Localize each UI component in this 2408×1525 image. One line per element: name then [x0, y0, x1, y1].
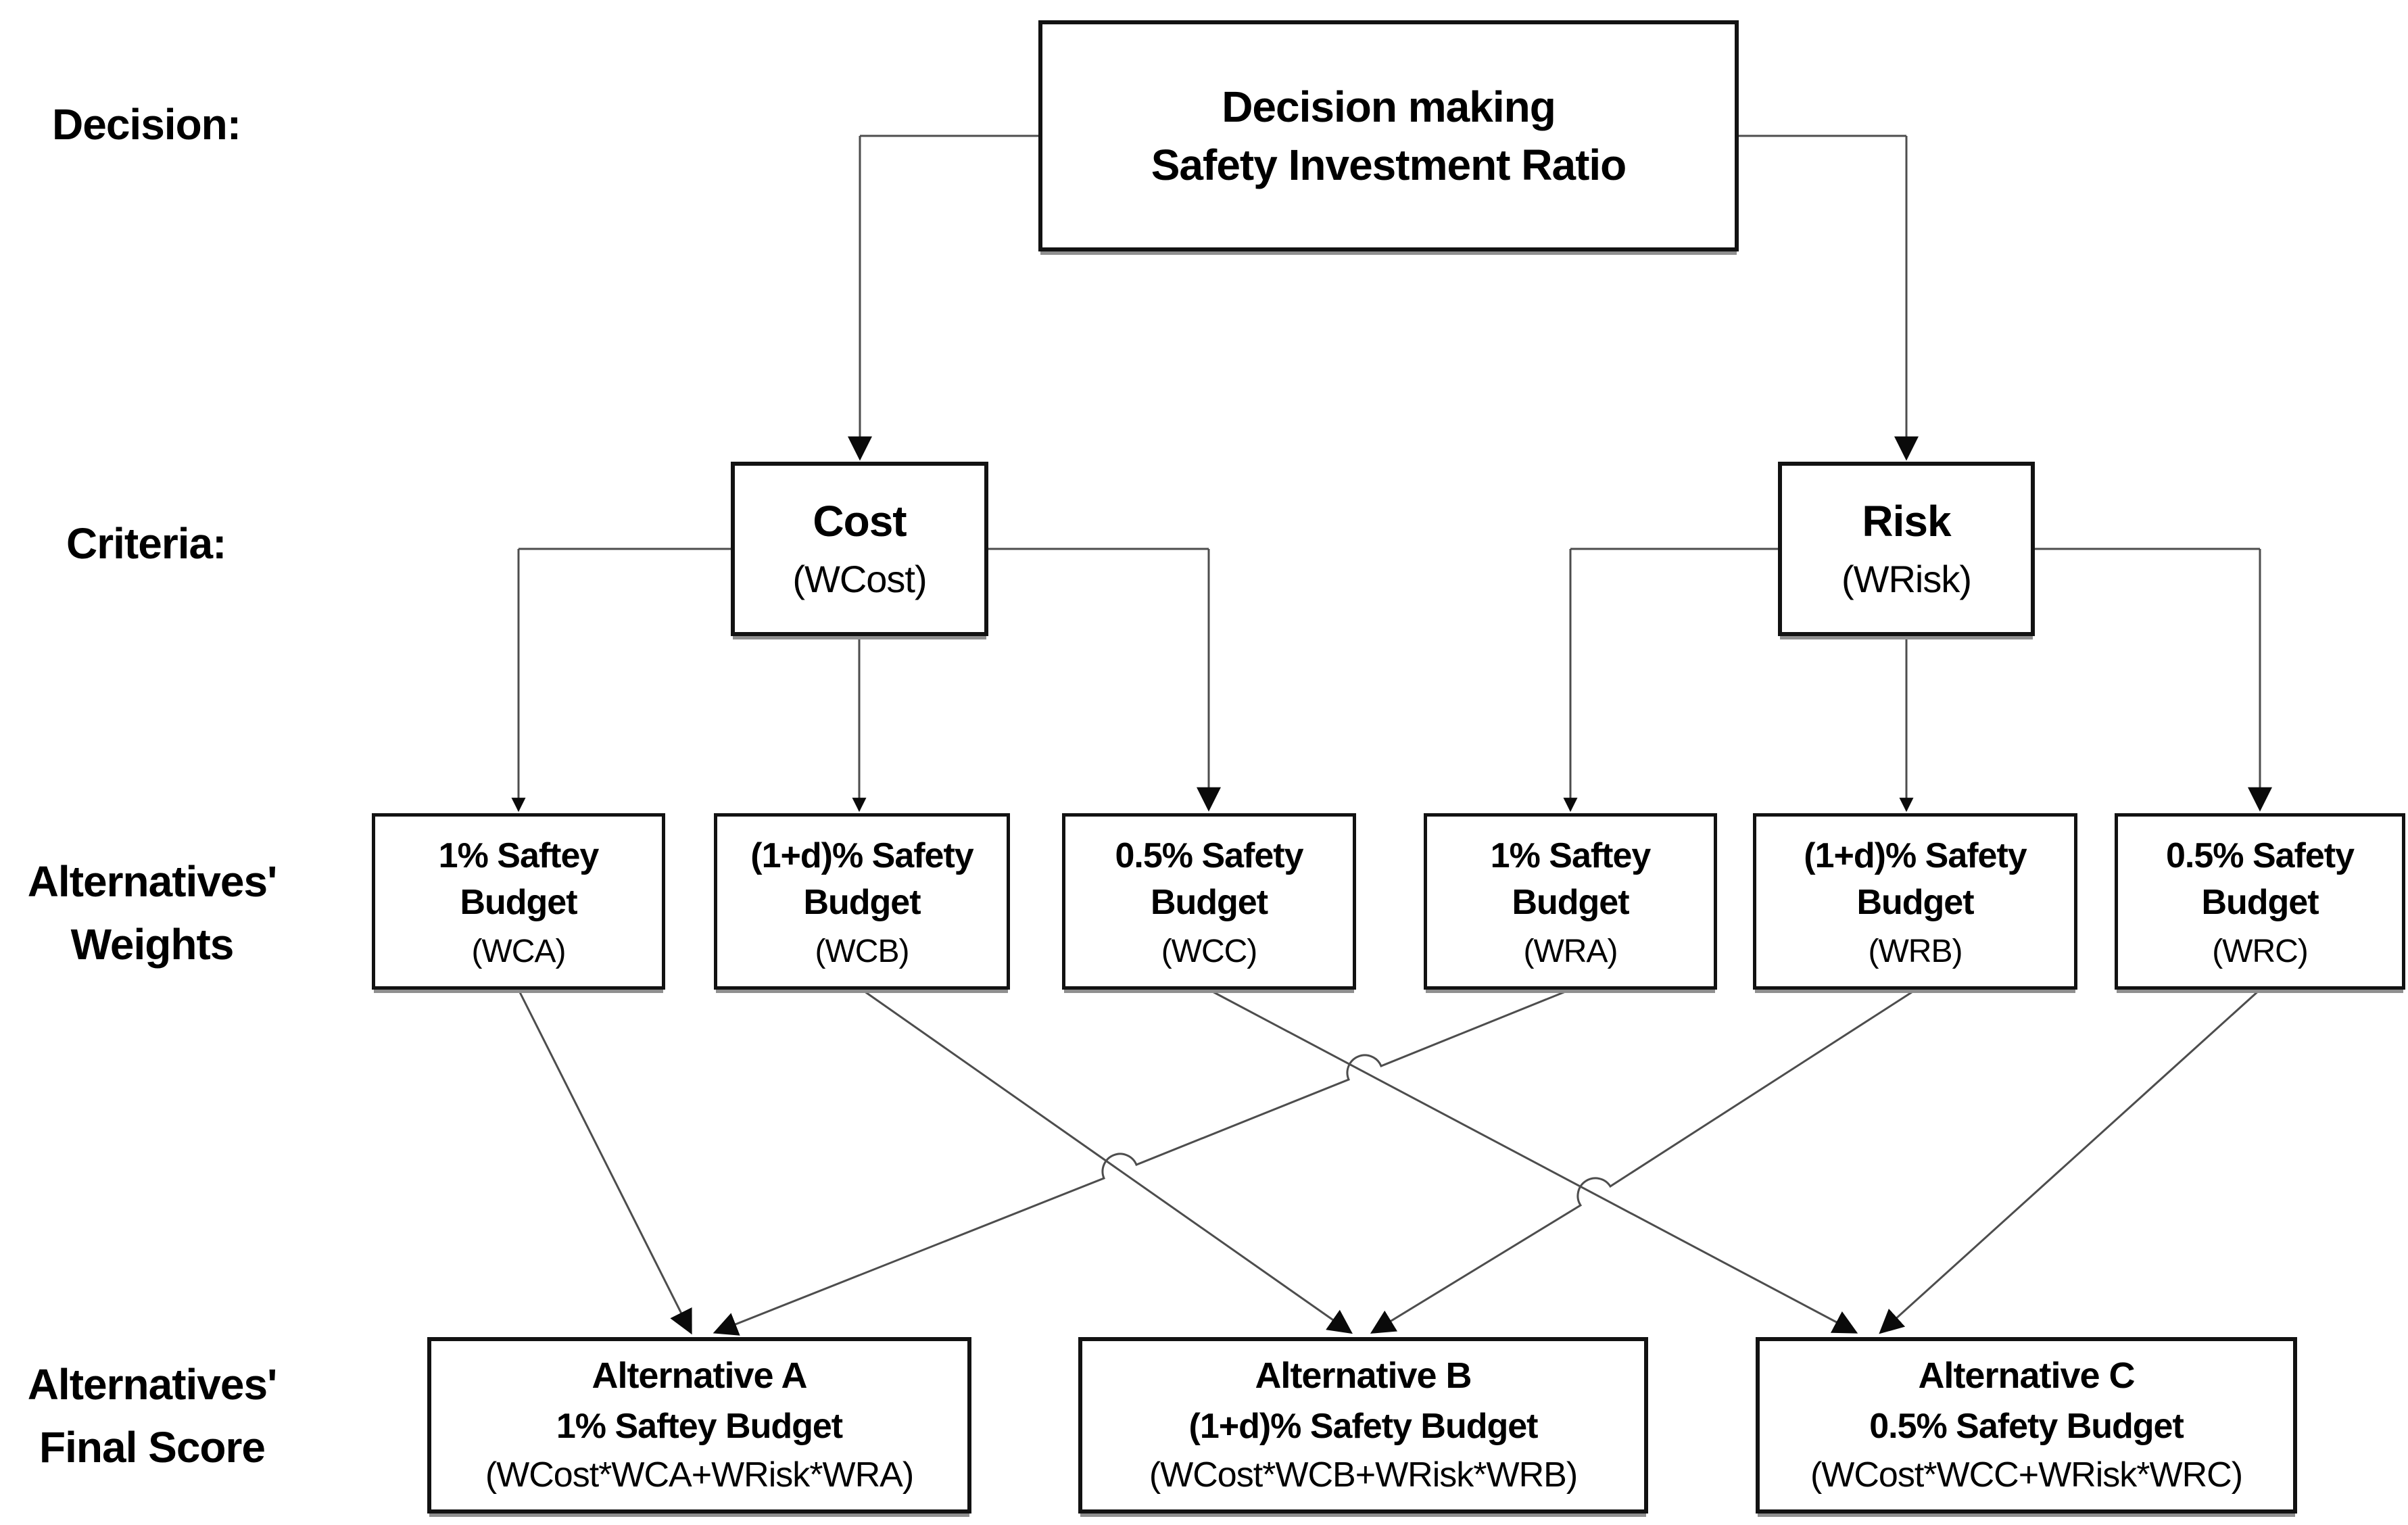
- alternative-node-a: Alternative A 1% Saftey Budget (WCost*WC…: [427, 1337, 971, 1514]
- weight-wca-line2: Budget: [460, 883, 577, 922]
- row-label-criteria: Criteria:: [66, 519, 226, 568]
- alternative-node-c: Alternative C 0.5% Safety Budget (WCost*…: [1756, 1337, 2297, 1514]
- arrow-wra-to-alt-a: [713, 988, 1571, 1336]
- alternative-node-b: Alternative B (1+d)% Safety Budget (WCos…: [1078, 1337, 1648, 1514]
- weight-wrb-line1: (1+d)% Safety: [1804, 836, 2027, 876]
- weight-wcb-line2: Budget: [803, 883, 921, 922]
- weight-node-wcb: (1+d)% Safety Budget (WCB): [714, 813, 1010, 990]
- decision-node-line2: Safety Investment Ratio: [1151, 141, 1627, 189]
- arrow-wrc-to-alt-c: [1879, 988, 2261, 1334]
- weight-wra-label: (WRA): [1523, 933, 1618, 969]
- row-label-final-line1: Alternatives': [27, 1360, 278, 1409]
- row-label-alternatives-weights: Alternatives' Weights: [7, 850, 297, 976]
- weight-wrc-line2: Budget: [2201, 883, 2319, 922]
- weight-wcb-line1: (1+d)% Safety: [750, 836, 973, 876]
- criteria-cost-name: Cost: [813, 496, 907, 546]
- weight-node-wrc: 0.5% Safety Budget (WRC): [2115, 813, 2405, 990]
- weight-wcb-label: (WCB): [815, 933, 910, 969]
- alternative-b-formula: (WCost*WCB+WRisk*WRB): [1149, 1455, 1578, 1495]
- arrow-wca-to-alt-a: [517, 989, 692, 1335]
- alternative-c-subtitle: 0.5% Safety Budget: [1869, 1406, 2184, 1446]
- row-label-final-line2: Final Score: [39, 1422, 266, 1472]
- weight-wrb-label: (WRB): [1868, 933, 1963, 969]
- alternative-a-formula: (WCost*WCA+WRisk*WRA): [485, 1455, 914, 1495]
- weight-wra-line2: Budget: [1512, 883, 1629, 922]
- alternative-b-title: Alternative B: [1255, 1355, 1472, 1396]
- row-label-weights-line2: Weights: [70, 919, 235, 969]
- weight-node-wra: 1% Saftey Budget (WRA): [1424, 813, 1717, 990]
- criteria-risk-weight-label: (WRisk): [1841, 558, 1972, 601]
- alternative-b-subtitle: (1+d)% Safety Budget: [1188, 1406, 1539, 1446]
- alternative-a-subtitle: 1% Saftey Budget: [556, 1406, 843, 1446]
- weight-wrb-line2: Budget: [1856, 883, 1974, 922]
- row-label-weights-line1: Alternatives': [27, 857, 278, 906]
- decision-node: Decision making Safety Investment Ratio: [1038, 20, 1739, 251]
- alternative-c-formula: (WCost*WCC+WRisk*WRC): [1810, 1455, 2243, 1495]
- criteria-node-cost: Cost (WCost): [731, 462, 988, 636]
- weight-wca-line1: 1% Saftey: [438, 836, 600, 876]
- weight-wrc-label: (WRC): [2212, 933, 2309, 969]
- row-label-decision: Decision:: [52, 100, 241, 149]
- arrow-wrb-to-alt-b: [1370, 988, 1917, 1334]
- weight-node-wrb: (1+d)% Safety Budget (WRB): [1753, 813, 2077, 990]
- weight-wca-label: (WCA): [471, 933, 567, 969]
- alternative-c-title: Alternative C: [1918, 1355, 2135, 1396]
- alternative-a-title: Alternative A: [592, 1355, 807, 1396]
- weight-wcc-line1: 0.5% Safety: [1115, 836, 1303, 876]
- weight-wcc-line2: Budget: [1150, 883, 1268, 922]
- weight-wrc-line1: 0.5% Safety: [2165, 836, 2355, 876]
- weight-wcc-label: (WCC): [1161, 933, 1258, 969]
- weight-node-wcc: 0.5% Safety Budget (WCC): [1062, 813, 1356, 990]
- criteria-cost-weight-label: (WCost): [792, 558, 927, 601]
- criteria-risk-name: Risk: [1862, 496, 1951, 546]
- row-label-alternatives-final-score: Alternatives' Final Score: [7, 1353, 297, 1479]
- weight-wra-line1: 1% Saftey: [1490, 836, 1652, 876]
- criteria-node-risk: Risk (WRisk): [1778, 462, 2035, 636]
- weight-node-wca: 1% Saftey Budget (WCA): [372, 813, 665, 990]
- decision-node-line1: Decision making: [1222, 82, 1556, 131]
- arrow-wcc-to-alt-c: [1208, 988, 1858, 1334]
